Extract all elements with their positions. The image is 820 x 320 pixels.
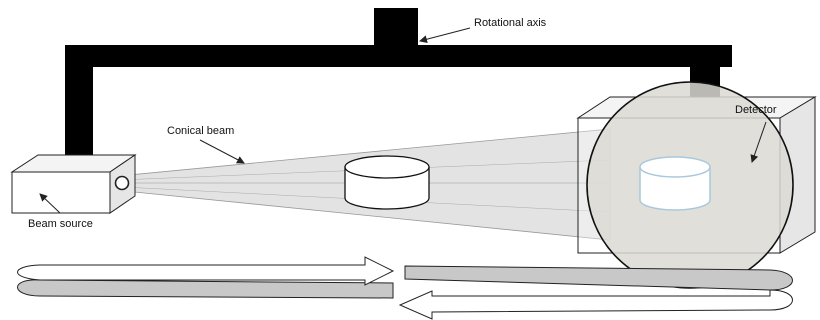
rotation-arrow-right — [17, 256, 395, 286]
detector-pointer — [750, 121, 767, 163]
scanned-object — [344, 155, 430, 210]
ring-band-top-right — [404, 265, 793, 291]
rotational-axis-pointer — [419, 27, 471, 44]
gantry-frame — [65, 8, 732, 163]
beam-source-pointer — [39, 193, 61, 214]
beam-ray — [44, 182, 611, 213]
rotational-axis-label: Rotational axis — [474, 17, 547, 29]
detector-label: Detector — [735, 104, 777, 116]
beam-aperture — [114, 175, 130, 191]
rotation-ring — [17, 256, 793, 320]
beam-ray — [44, 159, 611, 184]
beam-source-box — [10, 154, 137, 214]
conical-beam-pointer — [199, 139, 245, 164]
ring-band-bottom-left — [17, 279, 394, 299]
detector-box — [576, 81, 817, 289]
rotation-arrow-left — [398, 289, 793, 320]
beam-source-label: Beam source — [28, 218, 93, 230]
conical-beam-label: Conical beam — [167, 125, 234, 137]
object-shadow — [639, 156, 711, 211]
